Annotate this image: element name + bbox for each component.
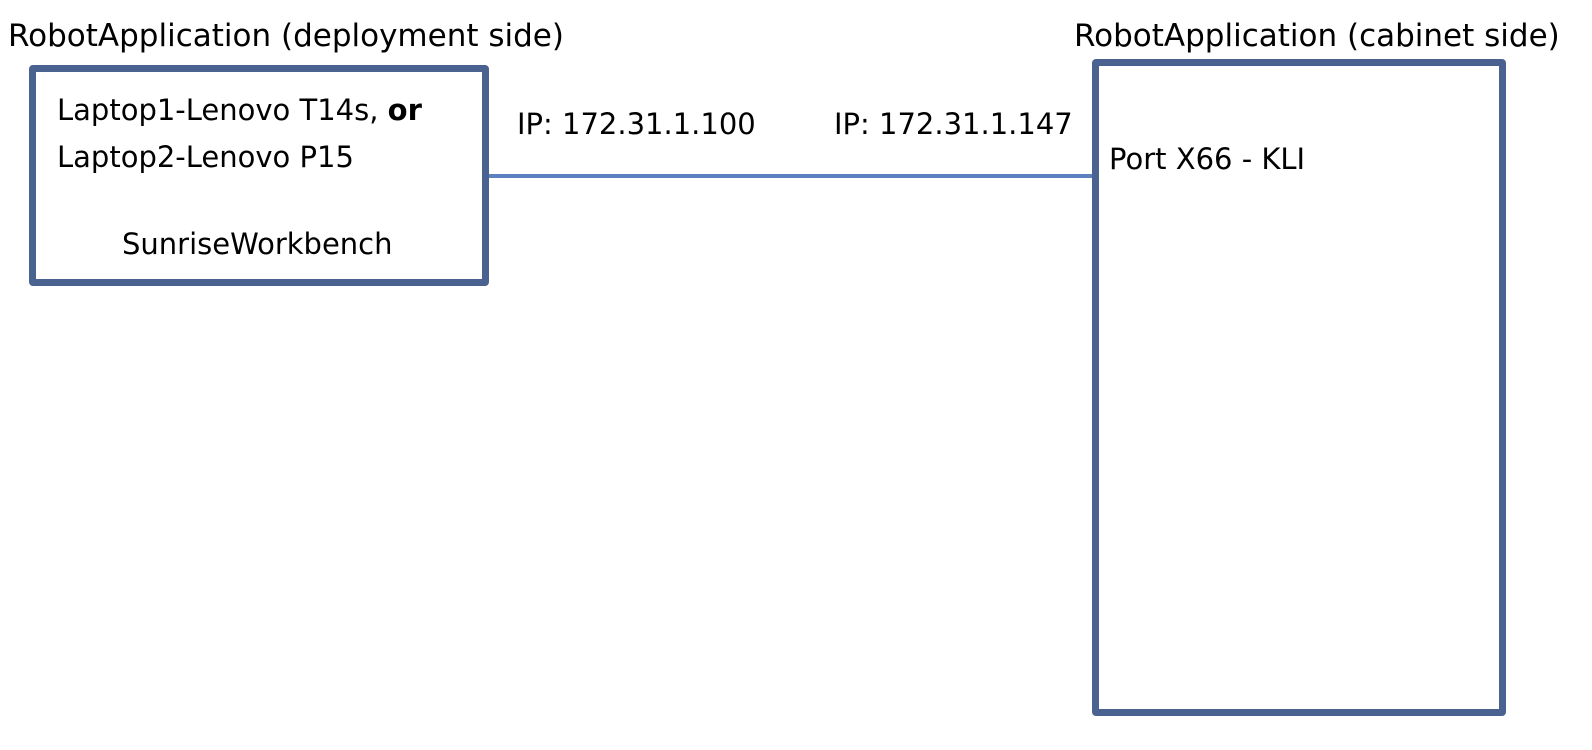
laptop1-text: Laptop1-Lenovo T14s,	[57, 93, 388, 127]
deployment-box	[29, 65, 489, 286]
deployment-side-title: RobotApplication (deployment side)	[8, 18, 564, 54]
cabinet-ip-label: IP: 172.31.1.147	[834, 107, 1073, 141]
network-cable-line	[489, 174, 1094, 178]
port-label: Port X66 - KLI	[1109, 142, 1306, 176]
cabinet-side-title: RobotApplication (cabinet side)	[1074, 18, 1560, 54]
laptop1-label: Laptop1-Lenovo T14s, or	[57, 96, 422, 125]
laptop2-label: Laptop2-Lenovo P15	[57, 140, 354, 174]
cabinet-box	[1092, 59, 1506, 716]
deployment-ip-label: IP: 172.31.1.100	[517, 107, 756, 141]
or-keyword: or	[387, 93, 422, 127]
software-label: SunriseWorkbench	[122, 227, 393, 261]
